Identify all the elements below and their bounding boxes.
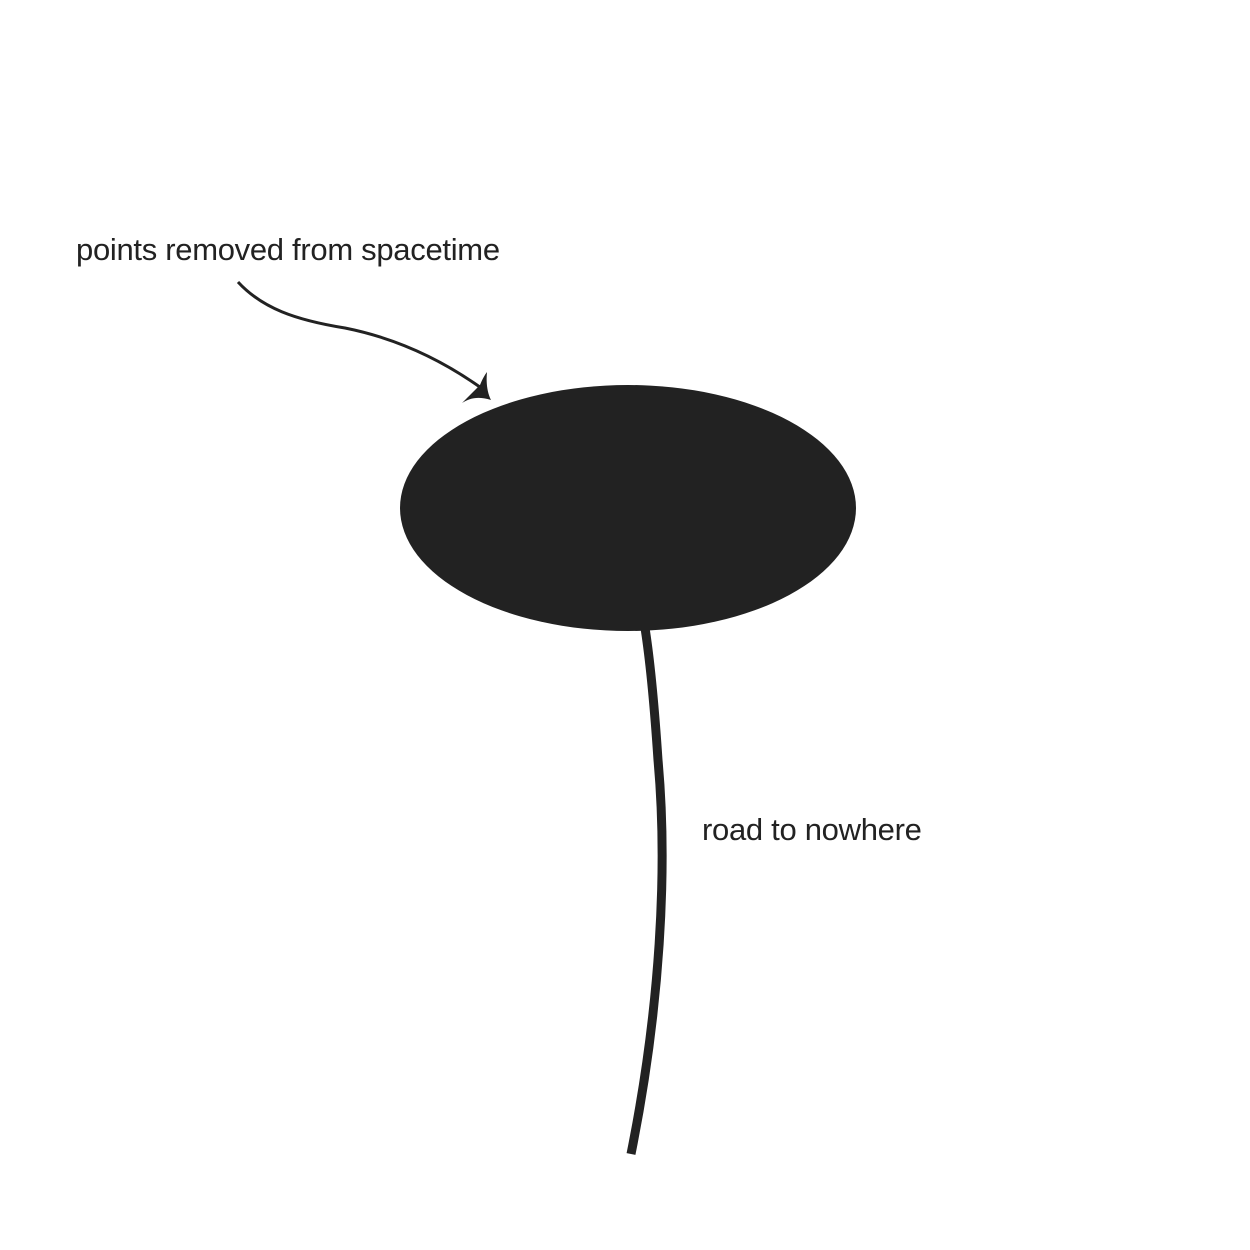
removed-region [400,385,856,631]
arrow-shaft [236,280,485,392]
removed-points-label: points removed from spacetime [76,232,500,267]
arrow-head [462,372,491,403]
road-label: road to nowhere [702,812,922,847]
curved-arrow-icon [236,280,491,403]
road-line [626,627,667,1155]
